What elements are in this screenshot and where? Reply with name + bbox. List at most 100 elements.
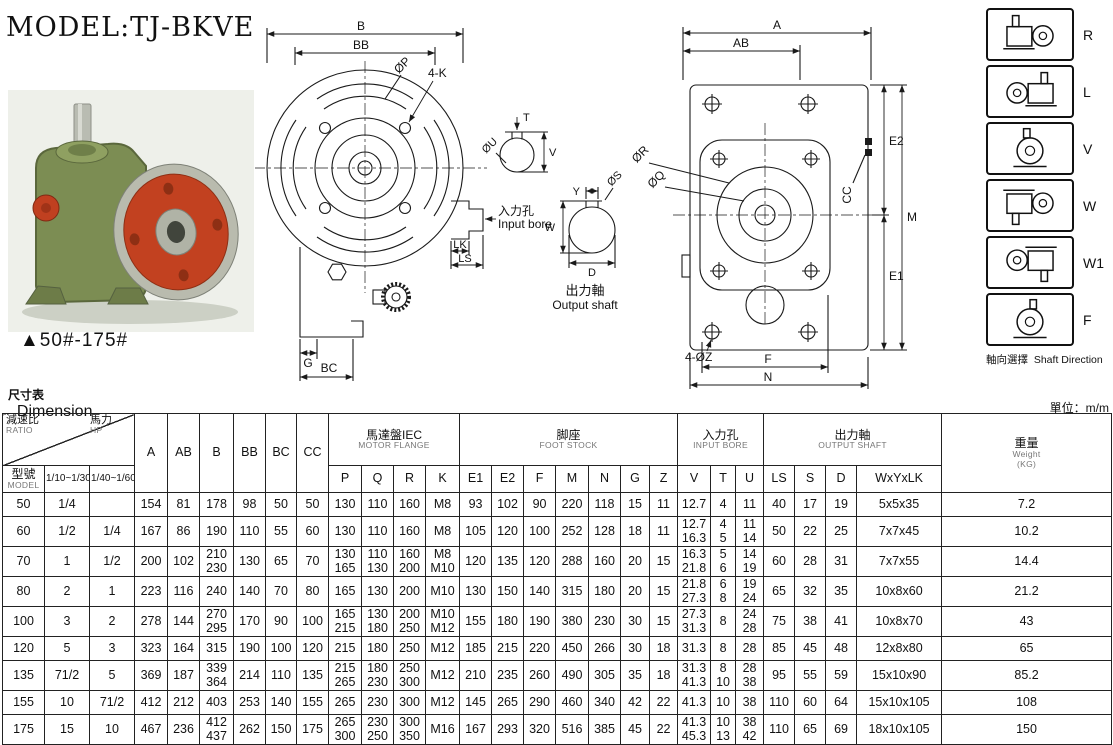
value-cell: 22 [794, 516, 827, 548]
value-cell: 6 8 [710, 576, 737, 608]
gearbox-orientation-icon [986, 8, 1074, 61]
value-cell: 60 [794, 690, 827, 716]
value-cell: 4 [710, 492, 737, 518]
value-cell: 155 [296, 690, 329, 716]
value-cell: 450 [555, 636, 590, 662]
value-cell: 250 300 [393, 660, 426, 692]
col-header-d: D [825, 465, 858, 494]
value-cell: 200 250 [393, 606, 426, 638]
value-cell: 10 13 [710, 714, 737, 745]
value-cell: 3 [44, 606, 90, 638]
value-cell: 35 [825, 576, 858, 608]
gearbox-orientation-icon [986, 179, 1074, 232]
value-cell: 70 [265, 576, 297, 608]
value-cell: 65 [763, 576, 796, 608]
value-cell: 490 [555, 660, 590, 692]
input-bore-detail: T V ØU [480, 112, 557, 173]
value-cell: 144 [167, 606, 200, 638]
value-cell: 212 [167, 690, 200, 716]
value-cell: 28 38 [735, 660, 765, 692]
value-cell: 10x8x60 [856, 576, 943, 608]
value-cell: 167 [134, 516, 168, 548]
value-cell: 98 [233, 492, 266, 518]
shaft-option-f: F [986, 293, 1112, 346]
col-header-cc: CC [296, 412, 329, 494]
col-header-n: N [588, 465, 622, 494]
value-cell: 30 [620, 636, 651, 662]
value-cell: 164 [167, 636, 200, 662]
value-cell: 75 [763, 606, 796, 638]
value-cell: 130 [328, 516, 362, 548]
value-cell: 35 [620, 660, 651, 692]
value-cell: 10 [89, 714, 135, 745]
value-cell: 38 [735, 690, 765, 716]
value-cell: 288 [555, 546, 590, 578]
gearbox-orientation-icon [986, 236, 1074, 289]
value-cell: 108 [941, 690, 1113, 716]
unit-note: 單位：m/m [1049, 401, 1109, 415]
value-cell: 10 [44, 690, 90, 716]
value-cell: 5 [44, 636, 90, 662]
value-cell: 155 [459, 606, 493, 638]
value-cell: 300 350 [393, 714, 426, 745]
col-header-a: A [134, 412, 168, 494]
shaft-direction-panel: R L V W W1 F 軸向選擇 Shaft Direction [986, 8, 1112, 367]
dim-label-d: D [588, 267, 596, 279]
value-cell: 18 [649, 636, 679, 662]
value-cell: 252 [555, 516, 590, 548]
value-cell: 41.3 [677, 690, 712, 716]
value-cell: 71/2 [89, 690, 135, 716]
value-cell: 38 [794, 606, 827, 638]
value-cell: 21.8 27.3 [677, 576, 712, 608]
value-cell: 100 [265, 636, 297, 662]
value-cell: 4 5 [710, 516, 737, 548]
value-cell: 190 [233, 636, 266, 662]
value-cell: 160 200 [393, 546, 426, 578]
value-cell: 65 [941, 636, 1113, 662]
value-cell: 266 [588, 636, 622, 662]
value-cell: 65 [265, 546, 297, 578]
col-header-ab: AB [167, 412, 200, 494]
value-cell: M8 [424, 492, 461, 518]
dim-label-n: N [764, 370, 773, 384]
value-cell: 14.4 [941, 546, 1113, 578]
value-cell: 160 [393, 516, 426, 548]
value-cell: 80 [296, 576, 329, 608]
value-cell: 59 [825, 660, 858, 692]
col-header-g: G [620, 465, 651, 494]
value-cell: M12 [424, 636, 461, 662]
value-cell: 230 [588, 606, 622, 638]
value-cell: 260 [523, 660, 557, 692]
value-cell: 15 [620, 492, 651, 518]
page-title: MODEL:TJ-BKVE [6, 12, 255, 43]
value-cell: 31.3 41.3 [677, 660, 712, 692]
value-cell: 185 [459, 636, 493, 662]
value-cell: 12.7 [677, 492, 712, 518]
value-cell: 315 [555, 576, 590, 608]
value-cell: 2 [44, 576, 90, 608]
col-header-u: U [735, 465, 765, 494]
value-cell: 65 [794, 714, 827, 745]
product-photo [8, 90, 254, 332]
dia-label-r: ØR [629, 143, 652, 166]
value-cell: 85.2 [941, 660, 1113, 692]
value-cell: 140 [523, 576, 557, 608]
value-cell: 214 [233, 660, 266, 692]
value-cell: 38 42 [735, 714, 765, 745]
value-cell: 11 14 [735, 516, 765, 548]
value-cell: 30 [620, 606, 651, 638]
value-cell: 215 265 [328, 660, 362, 692]
col-header-e2: E2 [491, 465, 525, 494]
dim-label-bb: BB [353, 38, 369, 52]
value-cell: 223 [134, 576, 168, 608]
value-cell: M10 [424, 576, 461, 608]
